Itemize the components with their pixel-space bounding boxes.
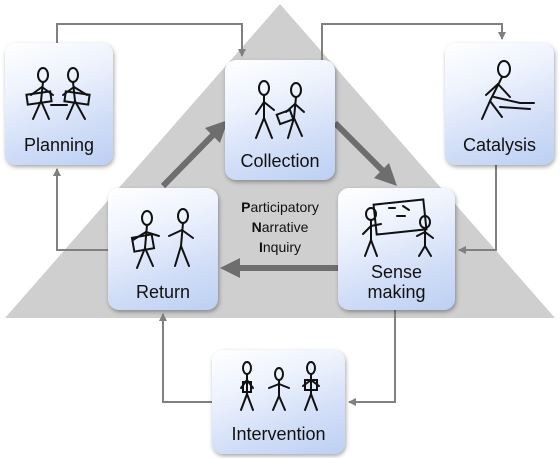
center-title-line-1: Participatory bbox=[241, 199, 319, 215]
three-people-intervention-icon bbox=[239, 361, 320, 411]
node-label-sense-line-1: Sense bbox=[370, 262, 423, 282]
node-label-sense-making: Sense making bbox=[338, 262, 455, 302]
node-catalysis: Catalysis bbox=[445, 43, 554, 165]
connector-planning-to-collection bbox=[56, 23, 246, 57]
arrow-return-to-collection bbox=[160, 120, 228, 189]
connector-return-to-planning bbox=[53, 168, 108, 251]
arrow-collection-to-sense-making bbox=[332, 120, 397, 186]
node-intervention: Intervention bbox=[212, 350, 345, 454]
connector-collection-to-catalysis bbox=[321, 23, 506, 60]
connector-intervention-to-return bbox=[159, 313, 212, 403]
group-at-whiteboard-icon bbox=[361, 198, 434, 257]
node-label-planning: Planning bbox=[23, 135, 95, 155]
center-title-line-3: Inquiry bbox=[258, 239, 302, 255]
two-people-planning-icon bbox=[25, 67, 91, 120]
two-people-returning-icon bbox=[130, 208, 194, 269]
node-label-return: Return bbox=[135, 282, 191, 302]
node-collection: Collection bbox=[225, 60, 335, 180]
two-people-interview-icon bbox=[255, 80, 305, 139]
node-label-intervention: Intervention bbox=[231, 424, 326, 444]
node-planning: Planning bbox=[5, 43, 113, 165]
node-label-catalysis: Catalysis bbox=[462, 135, 537, 155]
node-return: Return bbox=[108, 188, 218, 310]
center-title-line-2: Narrative bbox=[251, 219, 309, 235]
connector-catalysis-to-sense-making bbox=[458, 165, 497, 254]
node-sense-making: Sense making bbox=[338, 188, 455, 310]
center-title: Participatory Narrative Inquiry bbox=[210, 197, 350, 257]
connector-sense-making-to-intervention bbox=[348, 310, 396, 406]
person-analyzing-icon bbox=[480, 60, 535, 120]
arrow-sense-making-to-return bbox=[220, 258, 338, 278]
node-label-collection: Collection bbox=[240, 151, 320, 171]
node-label-sense-line-2: making bbox=[367, 282, 426, 302]
